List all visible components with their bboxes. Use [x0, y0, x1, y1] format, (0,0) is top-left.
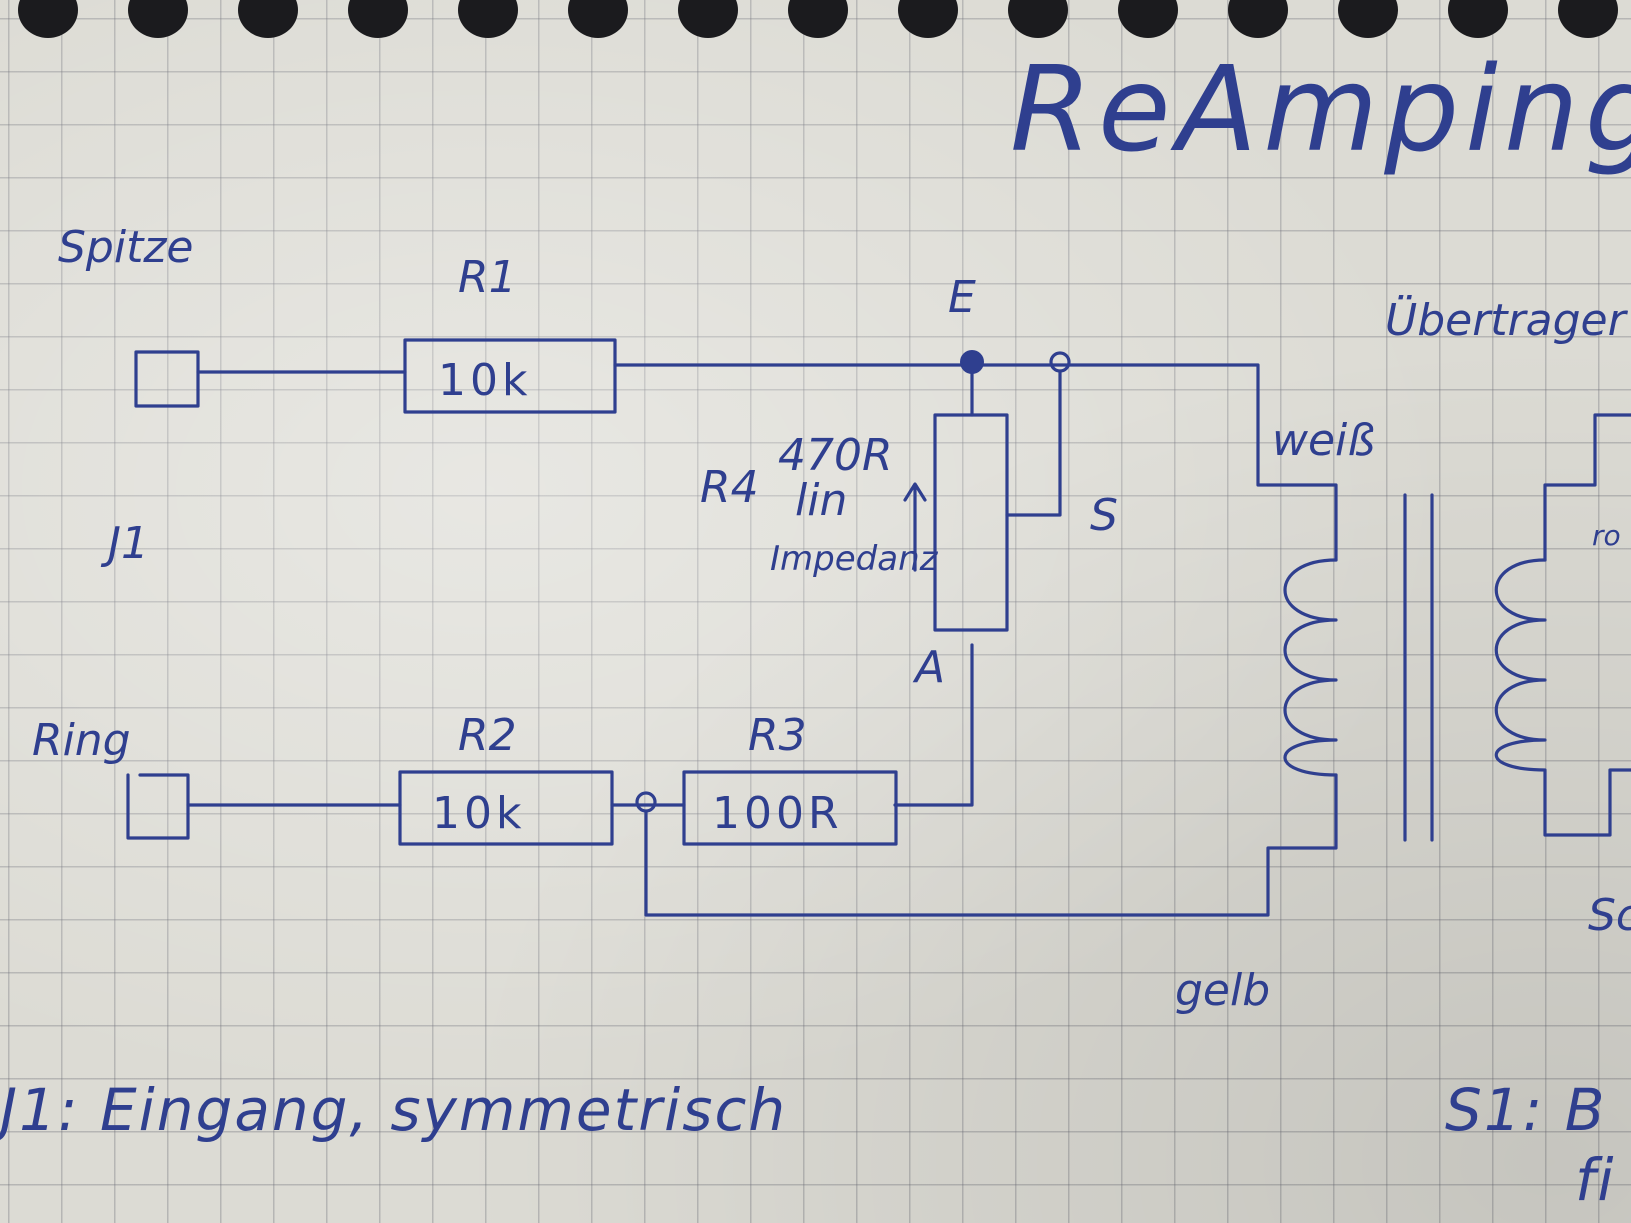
- label-j1: J1: [100, 518, 149, 569]
- wire-bottom-return: [644, 773, 1338, 917]
- note-j1: J1: Eingang, symmetrisch: [0, 1076, 787, 1144]
- transformer-secondary-coil: [1494, 558, 1631, 837]
- arrow-impedance-icon: [903, 482, 927, 572]
- label-s: S: [1090, 490, 1118, 541]
- label-e: E: [948, 272, 976, 323]
- wire-wiper-s: [1005, 370, 1062, 517]
- note-s1-line2: fi: [1575, 1146, 1616, 1214]
- node-wiper-junction: [1049, 351, 1071, 373]
- potentiometer-r4: [933, 413, 1009, 632]
- resistor-r1: [403, 338, 617, 414]
- label-r1: R1: [458, 252, 517, 303]
- jack-ring-terminal: [126, 773, 190, 840]
- node-e: [960, 350, 984, 374]
- value-r4-type: lin: [795, 475, 847, 526]
- resistor-r3: [682, 770, 898, 846]
- wire-secondary-top: [1543, 413, 1631, 562]
- label-a: A: [912, 642, 945, 693]
- label-partial-ro: ro: [1592, 519, 1621, 552]
- value-r4: 470R: [778, 430, 893, 481]
- value-r2: 10k: [432, 788, 525, 839]
- label-impedance: Impedanz: [770, 539, 939, 579]
- wire-a-r3: [893, 643, 974, 807]
- label-uebertrager: Übertrager: [1385, 294, 1629, 346]
- label-weiss: weiß: [1272, 415, 1375, 466]
- binding-holes: [18, 0, 1618, 38]
- label-r3: R3: [748, 710, 807, 761]
- label-ring: Ring: [32, 715, 131, 766]
- node-r2-r3: [635, 791, 657, 813]
- value-r1: 10k: [438, 355, 531, 406]
- page-title: ReAmping: [1010, 40, 1631, 178]
- label-partial-sc: Sc: [1588, 890, 1631, 941]
- note-s1: S1: B: [1445, 1076, 1607, 1144]
- label-r2: R2: [458, 710, 517, 761]
- jack-tip-terminal: [134, 350, 200, 408]
- label-r4: R4: [700, 462, 759, 513]
- resistor-r2: [398, 770, 614, 846]
- transformer-primary-coil: [1283, 558, 1338, 777]
- value-r3: 100R: [712, 788, 843, 839]
- label-gelb: gelb: [1175, 965, 1270, 1016]
- label-spitze: Spitze: [58, 222, 194, 273]
